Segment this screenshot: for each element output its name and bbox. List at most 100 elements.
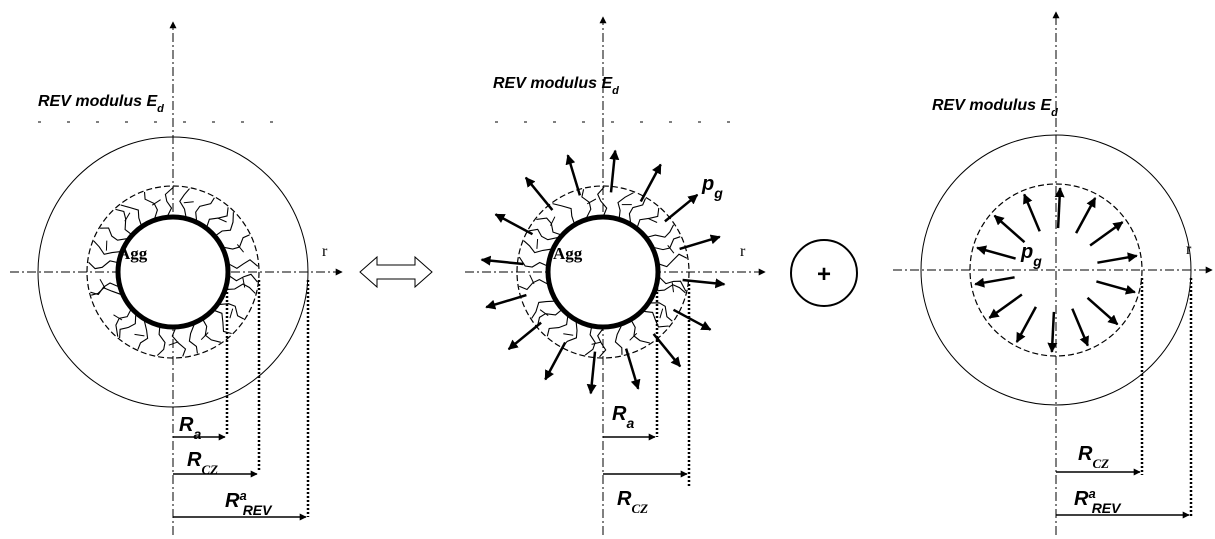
crack-line bbox=[229, 273, 258, 283]
pressure-arrow bbox=[624, 348, 641, 390]
crack-branch bbox=[539, 309, 549, 317]
crack-branch bbox=[236, 244, 244, 253]
panel-2: r REV modulus Ed Agg pg Ra RCZ bbox=[465, 16, 766, 535]
pressure-arrow bbox=[1047, 311, 1058, 353]
pressure-arrow bbox=[974, 276, 1015, 288]
crack-line bbox=[628, 198, 647, 223]
crack-line bbox=[119, 315, 137, 339]
rev-modulus-label: REV modulus Ed bbox=[38, 93, 164, 115]
pressure-arrow bbox=[1015, 306, 1037, 343]
pressure-arrow bbox=[1071, 308, 1089, 347]
crack-branch bbox=[229, 308, 234, 319]
crack-line bbox=[631, 320, 650, 344]
crack-line bbox=[143, 191, 158, 219]
crack-branch bbox=[529, 274, 535, 285]
crack-branch bbox=[242, 277, 246, 288]
ra-label: Ra bbox=[612, 403, 634, 431]
pressure-arrow bbox=[544, 341, 567, 381]
pressure-arrow bbox=[494, 213, 534, 236]
crack-line bbox=[546, 316, 569, 337]
crack-line bbox=[518, 256, 547, 268]
rev-outer-circle bbox=[920, 134, 1192, 406]
pressure-arrow bbox=[988, 293, 1023, 319]
crack-branch bbox=[659, 308, 664, 319]
rev-modulus-label: REV modulus Ed bbox=[493, 75, 619, 97]
pressure-arrow bbox=[993, 214, 1026, 244]
crack-branch bbox=[151, 199, 161, 206]
plus-operator-icon: + bbox=[790, 239, 858, 307]
crack-line bbox=[552, 203, 575, 224]
crack-branch bbox=[671, 282, 674, 293]
pressure-arrow bbox=[1086, 296, 1119, 326]
crack-branch bbox=[217, 217, 227, 223]
pressure-arrow bbox=[1054, 187, 1065, 229]
pressure-arrow bbox=[976, 245, 1016, 260]
crack-line bbox=[90, 282, 119, 296]
crack-line bbox=[202, 320, 221, 343]
crack-line bbox=[100, 227, 127, 241]
crack-branch bbox=[200, 332, 209, 341]
crack-line bbox=[115, 208, 131, 235]
crack-line bbox=[584, 327, 596, 356]
crack-branch bbox=[536, 238, 539, 249]
pressure-arrow bbox=[652, 333, 682, 368]
pressure-label: pg bbox=[701, 173, 723, 201]
crack-line bbox=[523, 240, 551, 254]
crack-line bbox=[216, 212, 234, 236]
pressure-arrow bbox=[1097, 252, 1138, 264]
aggregate-label: Agg bbox=[118, 244, 148, 263]
crack-line bbox=[659, 253, 688, 268]
rcz-label: RCZ bbox=[187, 449, 218, 477]
rcz-label: RCZ bbox=[617, 488, 648, 516]
crack-line bbox=[229, 259, 259, 269]
pressure-arrow bbox=[480, 255, 524, 266]
crack-branch bbox=[647, 217, 658, 223]
crack-branch bbox=[629, 332, 638, 341]
crack-line bbox=[518, 278, 548, 291]
pressure-arrow bbox=[1089, 221, 1124, 247]
pressure-arrow bbox=[609, 149, 620, 193]
crack-zone-circle bbox=[516, 185, 690, 359]
pressure-arrow bbox=[1023, 193, 1041, 232]
crack-line bbox=[156, 327, 166, 356]
crack-line bbox=[188, 324, 198, 354]
crack-line bbox=[597, 328, 607, 358]
rev-modulus-label: REV modulus Ed bbox=[932, 97, 1058, 119]
crack-line bbox=[531, 300, 555, 319]
crack-branch bbox=[550, 216, 556, 226]
crack-line bbox=[206, 207, 229, 227]
pressure-arrow bbox=[507, 321, 542, 351]
pressure-label: pg bbox=[1020, 241, 1042, 269]
crack-line bbox=[644, 310, 669, 328]
crack-line bbox=[650, 302, 673, 322]
crack-line bbox=[536, 217, 561, 236]
crack-line bbox=[164, 186, 174, 216]
crack-line bbox=[179, 188, 190, 217]
equivalence-arrow-icon bbox=[359, 255, 433, 289]
crack-line bbox=[581, 189, 592, 218]
rev-outer-circle bbox=[37, 136, 309, 408]
plus-sign: + bbox=[817, 261, 831, 288]
crack-line bbox=[617, 192, 634, 218]
crack-zone-circle bbox=[86, 185, 260, 359]
crack-line bbox=[528, 228, 558, 241]
aggregate-label: Agg bbox=[553, 244, 583, 263]
pressure-arrow bbox=[664, 193, 699, 223]
crack-line bbox=[115, 309, 132, 337]
aggregate-circle bbox=[115, 214, 231, 330]
crack-line bbox=[137, 321, 149, 350]
pressure-arrow bbox=[1075, 197, 1097, 234]
aggregate-circle bbox=[545, 214, 661, 330]
crack-line bbox=[120, 204, 142, 225]
crack-line bbox=[88, 260, 117, 270]
crack-zone-circle bbox=[969, 183, 1143, 357]
crack-branch bbox=[591, 341, 602, 345]
crack-pattern bbox=[88, 186, 259, 357]
outward-pressure-arrows bbox=[480, 149, 726, 395]
axis-r-label: r bbox=[322, 243, 328, 260]
pressure-arrow bbox=[485, 293, 527, 310]
